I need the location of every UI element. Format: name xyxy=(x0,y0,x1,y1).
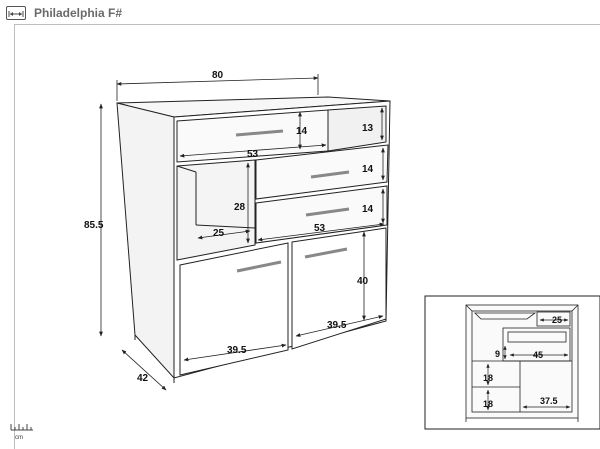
drawing-frame xyxy=(14,24,600,449)
inset-drawer-height-label: 9 xyxy=(495,349,500,359)
inset-cabinet xyxy=(465,304,579,419)
cabinet-main-view xyxy=(116,96,391,383)
left-door xyxy=(179,242,289,376)
mid-drawer-width-label: 53 xyxy=(314,223,326,234)
top-drawer-handle xyxy=(235,129,284,137)
width-dimension-line xyxy=(116,76,319,86)
inset-lower-width-label: 37.5 xyxy=(540,396,558,406)
dimension-labels: 80 85.5 42 14 53 13 14 14 53 28 25 40 39… xyxy=(84,70,374,384)
width-label: 80 xyxy=(212,70,224,81)
open-compartment-width-label: 25 xyxy=(213,228,225,239)
depth-label: 42 xyxy=(137,373,149,384)
inset-shelf-width-label: 25 xyxy=(552,315,562,325)
inset-shelf xyxy=(536,311,571,327)
middle-drawer-1 xyxy=(255,144,389,200)
inset-top-drawer xyxy=(474,312,537,320)
width-arrows-icon xyxy=(6,6,26,20)
product-title: Philadelphia F# xyxy=(34,6,123,20)
scale-unit-label: cm xyxy=(15,435,23,441)
inset-lower-height-2-label: 18 xyxy=(483,399,493,409)
height-label: 85.5 xyxy=(84,220,104,231)
open-shelf xyxy=(327,105,387,152)
mid-drawer-1-height-label: 14 xyxy=(362,164,374,175)
ruler-icon xyxy=(10,424,33,431)
open-compartment-height-label: 28 xyxy=(234,202,246,213)
inset-panel: 25 9 45 18 18 37.5 xyxy=(424,295,600,430)
top-drawer-width-label: 53 xyxy=(247,149,259,160)
right-door-handle xyxy=(304,247,348,259)
right-door-width-label: 39.5 xyxy=(327,320,347,331)
top-drawer-height-label: 14 xyxy=(296,126,308,137)
header-bar: Philadelphia F# xyxy=(0,0,600,26)
inset-drawer-width-label: 45 xyxy=(533,350,543,360)
inset-lower-height-1-label: 18 xyxy=(483,373,493,383)
middle-drawer-2-handle xyxy=(305,207,350,217)
mid-drawer-2-height-label: 14 xyxy=(362,204,374,215)
door-compartment-height-label: 40 xyxy=(357,276,369,287)
depth-dimension-line xyxy=(121,349,167,391)
open-shelf-height-label: 13 xyxy=(362,123,374,134)
dimension-lines xyxy=(99,74,385,391)
cabinet-left-side xyxy=(116,102,175,380)
left-door-width-label: 39.5 xyxy=(227,345,247,356)
middle-drawer-1-handle xyxy=(310,170,350,179)
left-door-handle xyxy=(236,260,282,273)
